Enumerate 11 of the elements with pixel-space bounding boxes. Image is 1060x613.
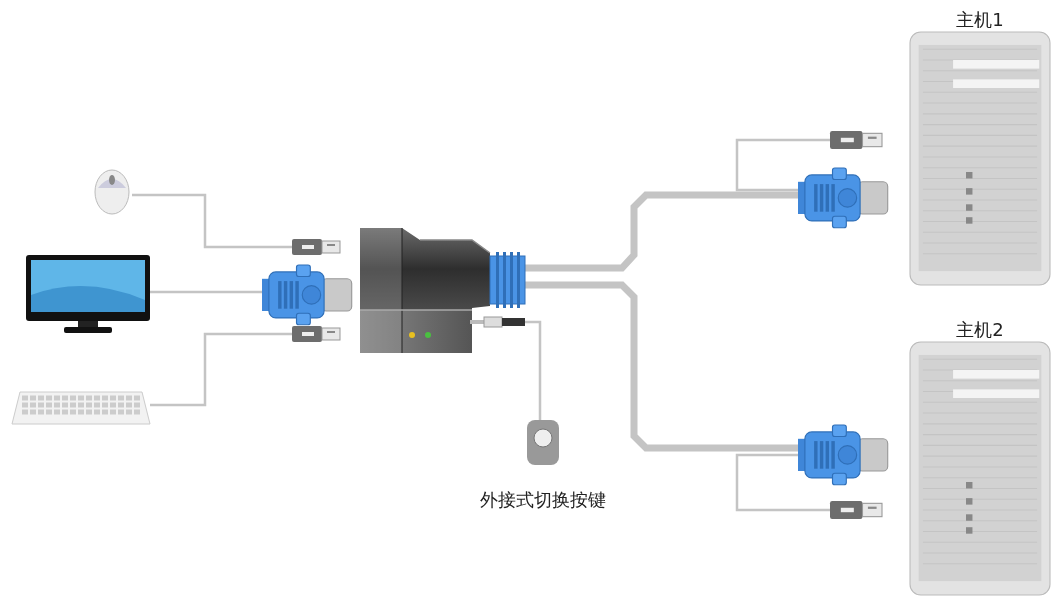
host-label: 主机1 xyxy=(956,8,1004,32)
cable xyxy=(525,281,798,452)
host-label: 主机2 xyxy=(956,318,1004,342)
cable xyxy=(150,332,292,407)
cable xyxy=(525,191,798,272)
cable xyxy=(525,320,542,420)
button-caption: 外接式切换按键 xyxy=(480,488,606,512)
cable xyxy=(735,138,830,192)
cable xyxy=(132,193,292,249)
cable xyxy=(735,453,830,512)
cable xyxy=(150,290,262,294)
